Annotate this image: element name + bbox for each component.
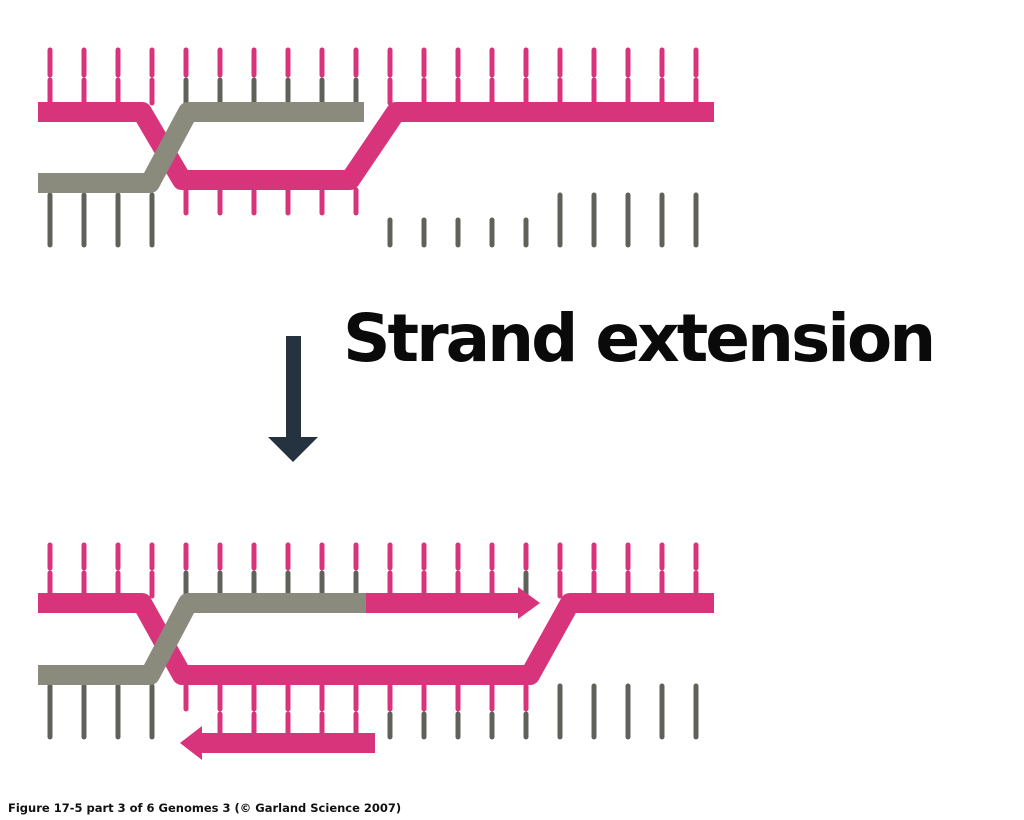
extension-lower-arrowhead [180,726,202,760]
figure-caption: Figure 17-5 part 3 of 6 Genomes 3 (© Gar… [8,801,402,815]
extension-upper-arrowhead [518,587,540,619]
gray-invading-strand-bottom [38,593,366,685]
top-base-pairs [47,47,699,248]
pink-crossing-strand-bottom [38,593,714,685]
down-arrow-icon [268,336,318,462]
bottom-panel [38,526,714,760]
bottom-strands [38,526,714,753]
bottom-base-pairs [47,542,699,740]
pink-crossing-strand [38,102,714,190]
top-strands [38,33,714,262]
top-panel [38,33,714,262]
gray-invading-strand [38,102,364,193]
step-label: Strand extension [343,300,936,377]
